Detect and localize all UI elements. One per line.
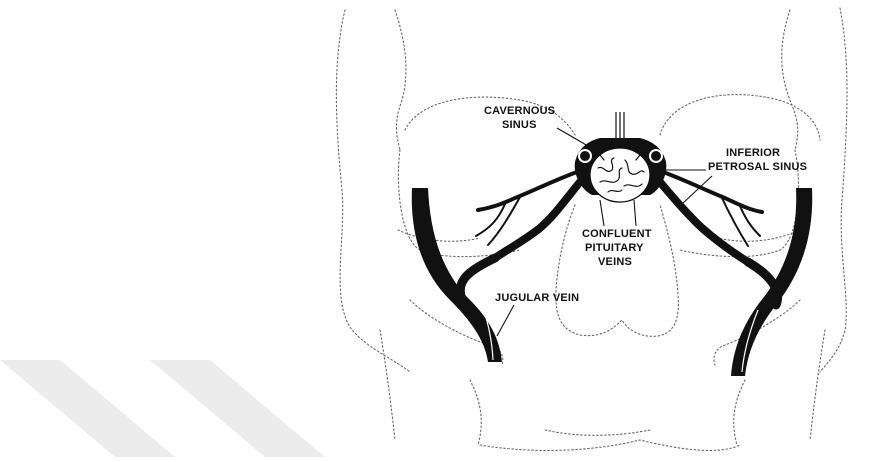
confluent-veins-leader xyxy=(600,200,604,226)
svg-text:PITUITARY: PITUITARY xyxy=(585,242,644,254)
svg-text:PETROSAL SINUS: PETROSAL SINUS xyxy=(708,161,807,173)
confluent-pituitary-veins-plexus xyxy=(590,148,650,202)
left-jugular-vein xyxy=(412,188,502,362)
right-jugular-vein xyxy=(731,188,812,376)
right-inferior-petrosal-sinus xyxy=(660,172,762,262)
label-jugular-vein: JUGULAR VEIN xyxy=(495,292,579,304)
svg-text:JUGULAR VEIN: JUGULAR VEIN xyxy=(495,292,579,304)
svg-text:CAVERNOUS: CAVERNOUS xyxy=(484,105,555,117)
label-cavernous-sinus: CAVERNOUS SINUS xyxy=(484,105,555,131)
svg-text:INFERIOR: INFERIOR xyxy=(726,147,780,159)
jugular-vein-leader xyxy=(497,305,514,336)
svg-text:CONFLUENT: CONFLUENT xyxy=(582,228,652,240)
svg-text:VEINS: VEINS xyxy=(598,256,632,268)
pituitary-gland-outline xyxy=(556,205,679,336)
left-inferior-petrosal-sinus xyxy=(476,172,580,258)
watermark xyxy=(0,360,325,457)
label-inferior-petrosal-sinus: INFERIOR PETROSAL SINUS xyxy=(708,147,807,173)
svg-text:SINUS: SINUS xyxy=(502,119,537,131)
label-confluent-pituitary-veins: CONFLUENT PITUITARY VEINS xyxy=(582,228,652,268)
pituitary-stalk xyxy=(616,112,624,142)
confluent-veins-leader-2 xyxy=(634,200,636,226)
